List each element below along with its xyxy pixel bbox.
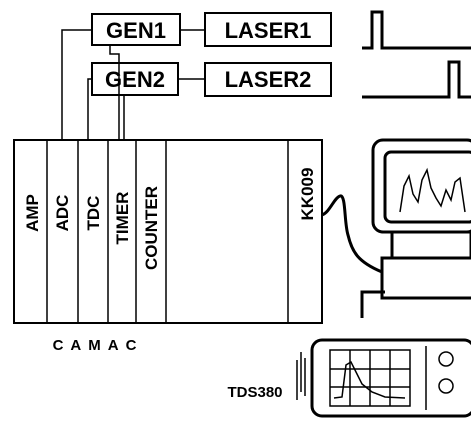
computer bbox=[371, 138, 471, 300]
scope-grid bbox=[330, 350, 410, 406]
computer-base-unit bbox=[380, 256, 471, 300]
trigger-wiring bbox=[61, 29, 125, 140]
module-timer-label: TIMER bbox=[113, 192, 132, 245]
scope-model-label: TDS380 bbox=[227, 384, 282, 401]
pc-to-scope-cable bbox=[360, 290, 385, 318]
laser2-pulse-waveform bbox=[362, 60, 471, 99]
laser1-pulse-waveform bbox=[362, 10, 471, 50]
scope-knob-icon bbox=[438, 378, 454, 394]
monitor-stand bbox=[390, 230, 471, 260]
camac-crate: AMP ADC TDC TIMER COUNTER KK009 CAMAC bbox=[13, 139, 323, 354]
wire-timer-gen1 bbox=[109, 45, 120, 140]
laser2-box bbox=[204, 62, 332, 97]
oscilloscope: TDS380 bbox=[227, 338, 471, 418]
gen2-label: GEN2 bbox=[105, 67, 165, 92]
module-adc-label: ADC bbox=[53, 195, 72, 232]
gen2-row: GEN2 LASER2 bbox=[91, 62, 332, 97]
scope-probe-icon bbox=[296, 352, 306, 400]
module-kk009-label: KK009 bbox=[298, 168, 317, 221]
laser2-label: LASER2 bbox=[225, 67, 312, 92]
monitor-screen-plot bbox=[399, 167, 466, 213]
scope-body bbox=[310, 338, 471, 418]
monitor-screen bbox=[383, 150, 471, 224]
kk009-to-pc-cable bbox=[321, 194, 383, 274]
module-tdc-label: TDC bbox=[84, 196, 103, 231]
laser1-label: LASER1 bbox=[225, 18, 312, 43]
camac-label: CAMAC bbox=[53, 337, 144, 354]
gen1-row: GEN1 LASER1 bbox=[91, 12, 332, 47]
scope-knob-icon bbox=[438, 351, 454, 367]
gen1-label: GEN1 bbox=[106, 18, 166, 43]
scope-trace bbox=[333, 360, 406, 399]
wire-adc-gen1 bbox=[61, 29, 92, 140]
crate-frame bbox=[13, 139, 323, 324]
module-counter-label: COUNTER bbox=[142, 186, 161, 270]
wire-tdc-gen2 bbox=[87, 78, 92, 140]
module-amp-label: AMP bbox=[23, 194, 42, 232]
laser1-box bbox=[204, 12, 332, 47]
